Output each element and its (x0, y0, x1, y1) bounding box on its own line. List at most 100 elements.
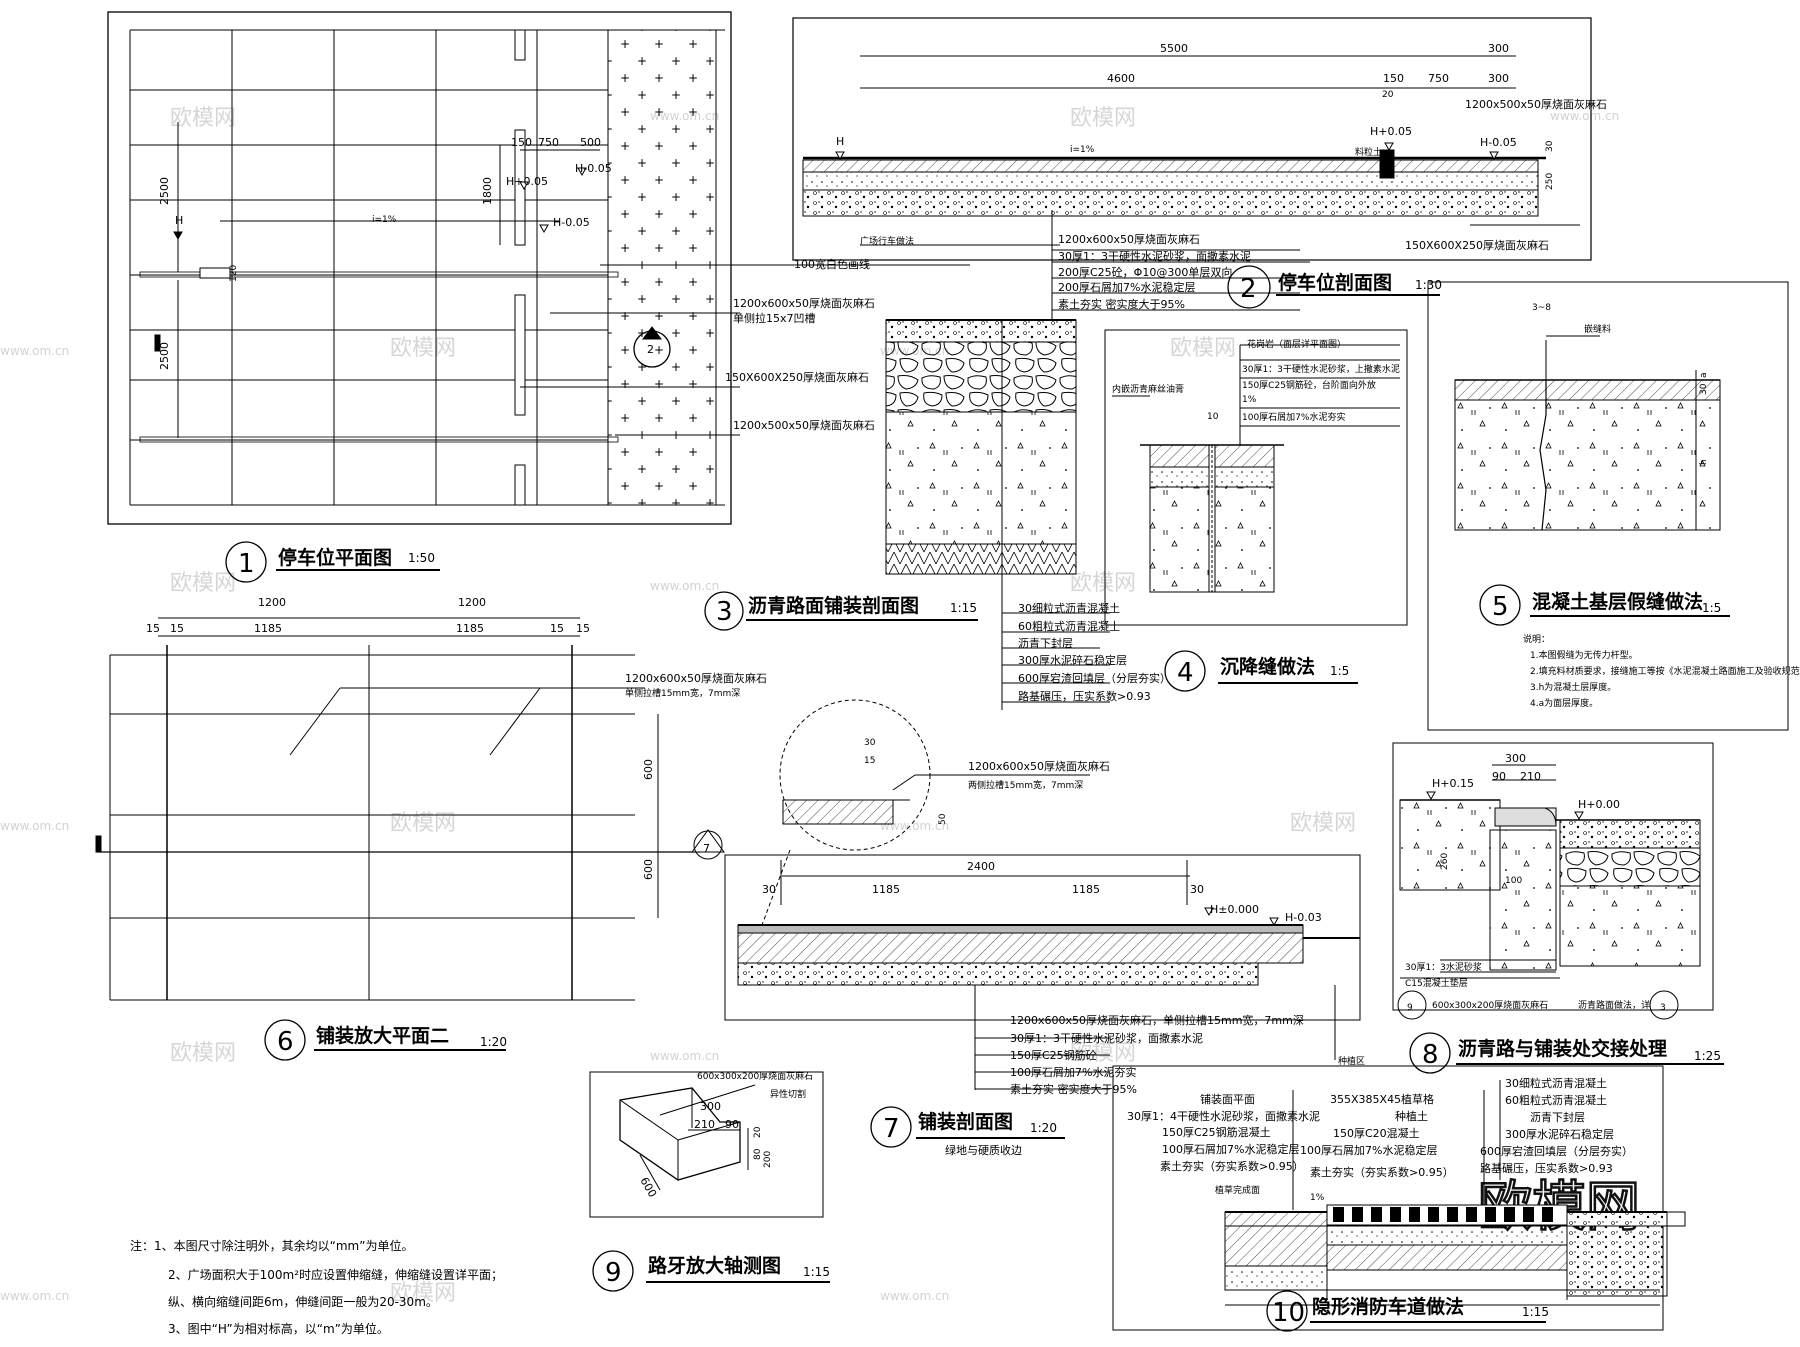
svg-text:30细粒式沥青混凝土: 30细粒式沥青混凝土 (1018, 601, 1120, 615)
drawing-scale: 1:15 (950, 601, 977, 615)
svg-text:异性切割: 异性切割 (770, 1088, 806, 1100)
svg-text:30厚1：3水泥砂浆: 30厚1：3水泥砂浆 (1405, 961, 1482, 973)
svg-text:30: 30 (864, 738, 876, 748)
svg-text:素土夯实 密实度大于95%: 素土夯实 密实度大于95% (1010, 1082, 1137, 1096)
svg-text:H-0.03: H-0.03 (1285, 911, 1322, 924)
svg-text:150厚C25钢筋混凝土: 150厚C25钢筋混凝土 (1162, 1125, 1271, 1139)
drawing-title: 停车位剖面图 (1278, 271, 1392, 294)
drawing-8-junction (1392, 742, 1714, 1020)
drawing-1-texts: 2500 2500 1800 120 150 750 500 H+0.05 H-… (158, 136, 875, 432)
svg-text:1200x600x50厚烧面灰麻石: 1200x600x50厚烧面灰麻石 (968, 759, 1110, 773)
svg-text:沥青下封层: 沥青下封层 (1018, 636, 1073, 650)
drawing-title: 隐形消防车道做法 (1312, 1295, 1464, 1318)
svg-text:100厚石屑加7%水泥稳定层: 100厚石屑加7%水泥稳定层 (1162, 1142, 1299, 1156)
svg-text:600x300x200厚烧面灰麻石: 600x300x200厚烧面灰麻石 (1432, 999, 1548, 1011)
svg-text:100厚石屑加7%水泥稳定层: 100厚石屑加7%水泥稳定层 (1300, 1143, 1437, 1157)
svg-text:300: 300 (1505, 752, 1526, 765)
label: 100宽白色画线 (794, 257, 870, 271)
slope: i=1% (372, 215, 397, 225)
svg-text:20: 20 (1382, 90, 1394, 100)
dim: 2500 (158, 342, 171, 370)
drawing-10-texts: 铺装面平面 30厚1：4干硬性水泥砂浆，面撒素水泥 150厚C25钢筋混凝土 1… (1127, 1076, 1633, 1203)
svg-text:沥青下封层: 沥青下封层 (1530, 1110, 1585, 1124)
svg-text:210: 210 (1520, 770, 1541, 783)
watermark: 欧模网 (170, 106, 236, 131)
watermark: 欧模网 (1070, 571, 1136, 596)
svg-text:90: 90 (1492, 770, 1506, 783)
drawing-4-settlement-joint (1104, 329, 1408, 626)
drawing-10-cells (1333, 1207, 1553, 1222)
note-line: 2、广场面积大于100m²时应设置伸缩缝，伸缩缝设置详平面； (168, 1267, 503, 1282)
svg-text:15: 15 (864, 756, 875, 766)
watermark: 欧模网 (1070, 106, 1136, 131)
svg-text:7: 7 (703, 842, 710, 855)
svg-text:150: 150 (1383, 72, 1404, 85)
grass-paver-cell (1485, 1207, 1496, 1222)
watermark-url: www.om.cn (0, 1289, 69, 1303)
drawing-4-texts: 花岗岩（面层详平面图） 30厚1：3干硬性水泥砂浆，上撒素水泥 150厚C25钢… (1112, 338, 1400, 423)
watermark: 欧模网 (390, 336, 456, 361)
drawing-7-paving-section (724, 699, 1361, 1090)
svg-text:15: 15 (146, 622, 160, 635)
svg-text:600: 600 (637, 1175, 659, 1200)
dim: 2500 (158, 177, 171, 205)
drawing-6-paving-plan (95, 617, 725, 1001)
svg-text:1185: 1185 (1072, 883, 1100, 896)
svg-text:内嵌沥青麻丝油膏: 内嵌沥青麻丝油膏 (1112, 383, 1184, 395)
drawing-9-curb-iso (589, 1071, 824, 1218)
drawing-7-texts: 2400 1185 1185 30 30 30 15 50 H±0.000 H-… (762, 738, 1365, 1096)
svg-text:1185: 1185 (872, 883, 900, 896)
svg-text:路基碾压，压实系数>0.93: 路基碾压，压实系数>0.93 (1480, 1161, 1613, 1175)
detail-ref: 2 (647, 343, 654, 356)
svg-text:种植土: 种植土 (1395, 1109, 1428, 1123)
watermark-url: www.om.cn (1550, 109, 1619, 123)
svg-text:H-0.05: H-0.05 (1480, 136, 1517, 149)
svg-text:1%: 1% (1310, 1193, 1325, 1203)
level: H-0.05 (553, 216, 590, 229)
svg-text:355X385X45植草格: 355X385X45植草格 (1330, 1092, 1434, 1106)
svg-text:植草完成面: 植草完成面 (1215, 1184, 1260, 1196)
svg-text:10: 10 (1272, 1298, 1305, 1328)
watermark: 欧模网 (1170, 336, 1236, 361)
svg-text:2: 2 (1240, 274, 1257, 304)
svg-text:200厚石屑加7%水泥稳定层: 200厚石屑加7%水泥稳定层 (1058, 280, 1195, 294)
title-block-5: 5 混凝土基层假缝做法 1:5 (1479, 584, 1730, 626)
title-block-9: 9 路牙放大轴测图 1:15 (592, 1250, 830, 1292)
label: 1200x600x50厚烧面灰麻石 (733, 296, 875, 310)
svg-text:210: 210 (694, 1118, 715, 1131)
svg-text:素土夯实 密实度大于95%: 素土夯实 密实度大于95% (1058, 297, 1185, 311)
drawing-3-asphalt-section (885, 319, 1110, 710)
svg-text:4: 4 (1177, 658, 1194, 688)
svg-text:600厚宕渣回填层（分层夯实）: 600厚宕渣回填层（分层夯实） (1018, 671, 1171, 685)
svg-text:1200: 1200 (458, 596, 486, 609)
svg-text:C15混凝土垫层: C15混凝土垫层 (1405, 977, 1468, 989)
general-notes: 注：1、本图尺寸除注明外，其余均以“mm”为单位。 2、广场面积大于100m²时… (130, 1238, 503, 1336)
svg-text:两侧拉槽15mm宽，7mm深: 两侧拉槽15mm宽，7mm深 (968, 779, 1083, 791)
title-block-7: 7 铺装剖面图 1:20 绿地与硬质收边 (870, 1106, 1065, 1157)
level: H-0.05 (575, 162, 612, 175)
drawing-2-texts: 5500 4600 150 750 300 300 20 30 250 H H+… (836, 42, 1607, 311)
svg-text:4.a为面层厚度。: 4.a为面层厚度。 (1530, 697, 1598, 709)
svg-text:1200x600x50厚烧面灰麻石，单侧拉槽15mm宽，7m: 1200x600x50厚烧面灰麻石，单侧拉槽15mm宽，7mm深 (1010, 1013, 1304, 1027)
svg-text:100厚石屑加7%水泥夯实: 100厚石屑加7%水泥夯实 (1242, 411, 1345, 423)
drawing-3-texts: 30细粒式沥青混凝土 60粗粒式沥青混凝土 沥青下封层 300厚水泥碎石稳定层 … (1018, 601, 1171, 703)
svg-text:1200x600x50厚烧面灰麻石: 1200x600x50厚烧面灰麻石 (625, 671, 767, 685)
grass-paver-cell (1352, 1207, 1363, 1222)
svg-text:5500: 5500 (1160, 42, 1188, 55)
drawing-scale: 1:15 (1522, 1305, 1549, 1319)
svg-text:9: 9 (1407, 1003, 1413, 1013)
dim: 150 (511, 136, 532, 149)
watermark: 欧模网 (170, 571, 236, 596)
svg-text:10: 10 (1207, 412, 1219, 422)
drawing-8-texts: 300 90 210 260 100 H+0.15 H+0.00 30厚1：3水… (1405, 752, 1666, 1013)
svg-text:30厚1：3干硬性水泥砂浆，面撒素水泥: 30厚1：3干硬性水泥砂浆，面撒素水泥 (1058, 249, 1251, 263)
drawing-9-texts: 600 300 210 90 200 80 20 600x300x200厚烧面灰… (637, 1070, 813, 1200)
watermark-url: www.om.cn (0, 344, 69, 358)
svg-text:1200x500x50厚烧面灰麻石: 1200x500x50厚烧面灰麻石 (1465, 97, 1607, 111)
svg-text:30: 30 (1699, 383, 1709, 395)
drawing-2-parking-section (792, 17, 1592, 320)
grass-paver-cell (1523, 1207, 1534, 1222)
grass-paver-cell (1447, 1207, 1458, 1222)
drawing-title: 沉降缝做法 (1220, 655, 1315, 678)
